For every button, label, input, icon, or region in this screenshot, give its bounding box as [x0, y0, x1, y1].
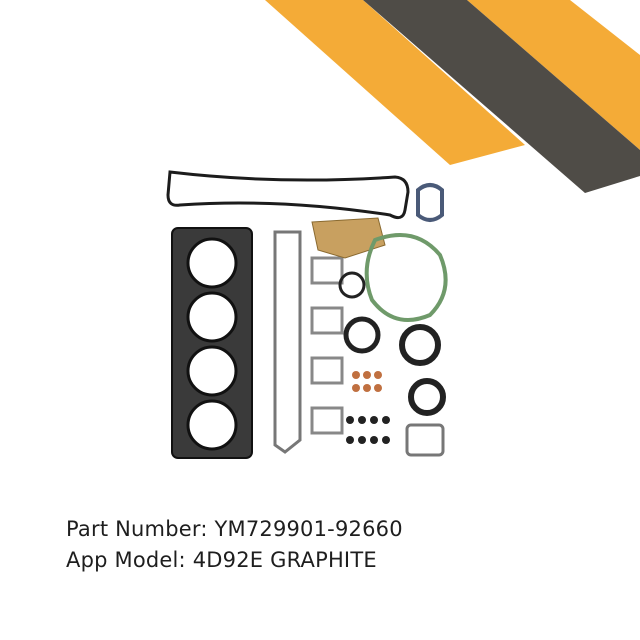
dark-stripe	[363, 0, 640, 193]
part-number-text: Part Number: YM729901-92660	[66, 517, 403, 541]
orange-stripe	[265, 0, 525, 165]
gasket-kit-icon	[166, 170, 448, 459]
app-model-text: App Model: 4D92E GRAPHITE	[66, 548, 377, 572]
